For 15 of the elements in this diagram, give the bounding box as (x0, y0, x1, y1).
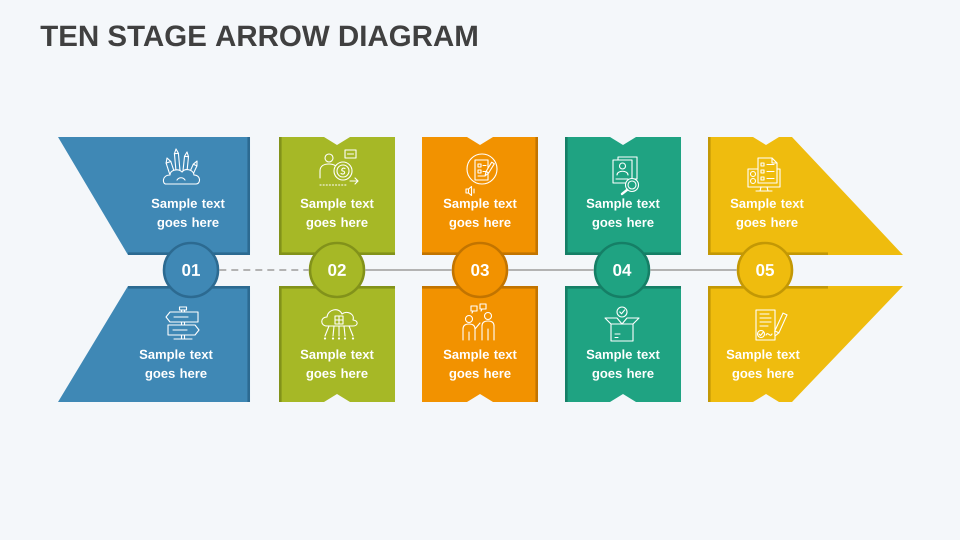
notched-panel: Sample text goes here (279, 286, 395, 402)
connector-line (508, 269, 594, 271)
notched-panel: Sample text goes here (422, 137, 538, 255)
connector-line (650, 269, 737, 271)
title: TEN STAGE ARROW DIAGRAM (40, 25, 477, 46)
connector-line (219, 269, 309, 271)
connector-line (365, 269, 452, 271)
notched-panel: Sample text goes here (279, 137, 395, 255)
notched-panel: Sample text goes here (565, 137, 681, 255)
arrow-head-panel: Sample text goes here (708, 137, 903, 255)
arrow-tail-panel: Sample text goes here (58, 286, 250, 402)
notched-panel: Sample text goes here (565, 286, 681, 402)
arrow-head-panel: Sample text goes here (708, 286, 903, 402)
notched-panel: Sample text goes here (422, 286, 538, 402)
arrow-tail-panel: Sample text goes here (58, 137, 250, 255)
